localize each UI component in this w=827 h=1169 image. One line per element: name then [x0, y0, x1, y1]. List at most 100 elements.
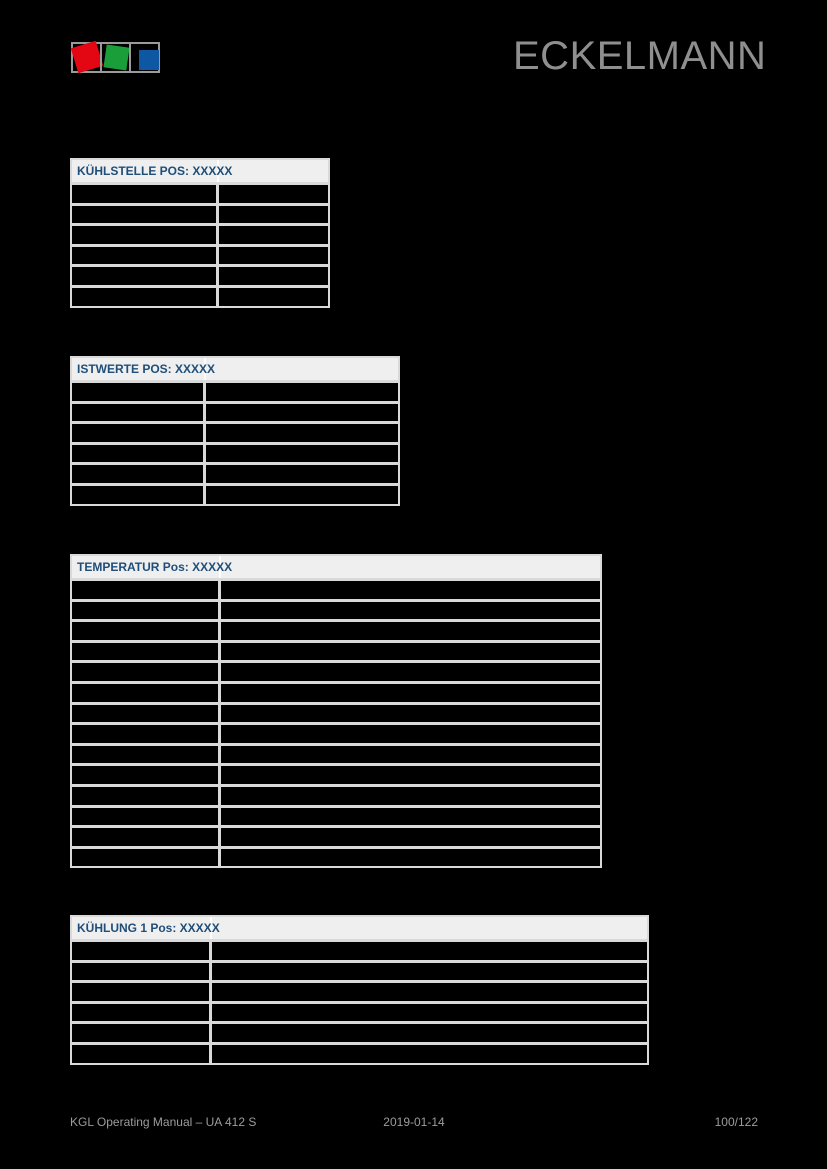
table-body	[72, 182, 328, 306]
table-cell	[72, 205, 219, 224]
footer-document-title: KGL Operating Manual – UA 412 S	[70, 1115, 257, 1129]
red-square-icon	[70, 40, 104, 74]
table-cell	[206, 465, 398, 483]
logo-box	[70, 40, 104, 74]
table-cell	[206, 424, 398, 442]
table-cell	[221, 622, 600, 640]
footer-date: 2019-01-14	[383, 1115, 445, 1129]
table-cell	[219, 226, 328, 244]
table-cell	[72, 828, 221, 846]
table-header: TEMPERATUR Pos: XXXXX	[72, 556, 600, 578]
table-header-cell	[206, 358, 398, 380]
table-cell	[212, 962, 647, 981]
table-cell	[212, 1024, 647, 1042]
table-row	[72, 619, 600, 640]
table-cell	[72, 642, 221, 661]
table-cell	[221, 683, 600, 702]
table-cell	[206, 485, 398, 504]
table-row	[72, 722, 600, 743]
table-header-cell	[212, 917, 647, 939]
table-cell	[72, 848, 221, 867]
table-cell	[221, 663, 600, 681]
table-cell	[206, 383, 398, 401]
table-cell	[221, 704, 600, 723]
table-cell	[72, 983, 212, 1001]
table-cell	[221, 848, 600, 867]
table-cell	[72, 663, 221, 681]
table-title: KÜHLUNG 1 Pos: XXXXX	[72, 917, 220, 939]
table-cell	[221, 745, 600, 764]
table-cell	[219, 205, 328, 224]
table-row	[72, 783, 600, 805]
table-row	[72, 639, 600, 661]
table-row	[72, 578, 600, 599]
table-cell	[72, 485, 206, 504]
table-cell	[221, 786, 600, 805]
table-cell	[221, 766, 600, 784]
table-cell	[212, 983, 647, 1001]
table-row	[72, 462, 398, 483]
table-cell	[221, 828, 600, 846]
table-cell	[72, 226, 219, 244]
table-cell	[72, 962, 212, 981]
table-cell	[72, 383, 206, 401]
table-row	[72, 1000, 647, 1022]
table-cell	[221, 807, 600, 826]
table-row	[72, 441, 398, 463]
table-cell	[221, 581, 600, 599]
table-row	[72, 845, 600, 867]
table-cell	[72, 622, 221, 640]
table-row	[72, 284, 328, 306]
table-cell	[72, 807, 221, 826]
table-cell	[72, 1003, 212, 1022]
table-row	[72, 1041, 647, 1063]
table-cell	[72, 1024, 212, 1042]
table-row	[72, 380, 398, 401]
table-row	[72, 264, 328, 285]
table-row	[72, 400, 398, 422]
table-row	[72, 939, 647, 960]
table-row	[72, 660, 600, 681]
brand-wordmark: ECKELMANN	[513, 34, 767, 78]
table-cell	[212, 1044, 647, 1063]
table-row	[72, 742, 600, 764]
table-row	[72, 980, 647, 1001]
table-header-cell	[219, 160, 328, 182]
logo-box	[129, 42, 160, 73]
table-cell	[72, 942, 212, 960]
table-title: ISTWERTE POS: XXXXX	[72, 358, 215, 380]
table-row	[72, 701, 600, 723]
table-cell	[219, 246, 328, 265]
table-cell	[221, 642, 600, 661]
table-cell	[72, 185, 219, 203]
table-cell	[72, 403, 206, 422]
table-row	[72, 182, 328, 203]
table-row	[72, 223, 328, 244]
green-square-icon	[103, 44, 130, 71]
table-cell	[212, 942, 647, 960]
table-cell	[219, 287, 328, 306]
table-row	[72, 680, 600, 702]
table-cell	[72, 444, 206, 463]
table-kuehlung1: KÜHLUNG 1 Pos: XXXXX	[70, 915, 649, 1065]
table-header: KÜHLSTELLE POS: XXXXX	[72, 160, 328, 182]
table-cell	[72, 1044, 212, 1063]
table-row	[72, 482, 398, 504]
table-cell	[72, 465, 206, 483]
blue-square-icon	[139, 50, 159, 70]
table-body	[72, 380, 398, 504]
table-cell	[72, 766, 221, 784]
table-title: TEMPERATUR Pos: XXXXX	[72, 556, 232, 578]
table-title: KÜHLSTELLE POS: XXXXX	[72, 160, 232, 182]
footer-page-number: 100/122	[714, 1115, 758, 1129]
table-cell	[72, 704, 221, 723]
logo-box	[100, 42, 131, 73]
table-row	[72, 202, 328, 224]
table-cell	[72, 745, 221, 764]
table-cell	[219, 267, 328, 285]
table-cell	[221, 601, 600, 620]
table-row	[72, 421, 398, 442]
table-istwerte: ISTWERTE POS: XXXXX	[70, 356, 400, 506]
table-cell	[212, 1003, 647, 1022]
